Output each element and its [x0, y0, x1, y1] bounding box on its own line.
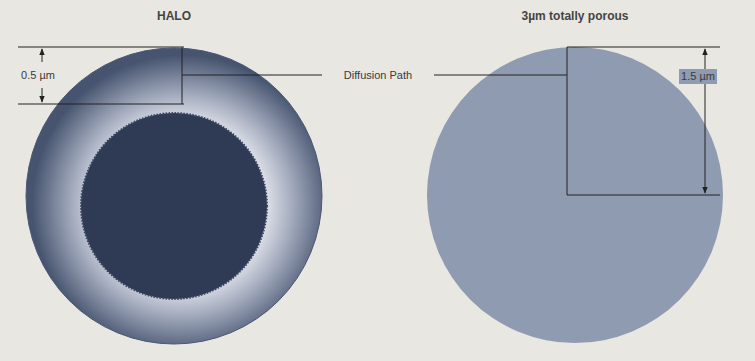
- dimension-label: 0.5 µm: [19, 68, 57, 83]
- diffusion-path: [567, 47, 568, 195]
- dimension-line: [18, 47, 184, 48]
- dimension-arrow: [42, 49, 43, 62]
- solid-core: [81, 113, 267, 299]
- halo-shell: [26, 48, 322, 344]
- panel-title: 3µm totally porous: [522, 10, 629, 23]
- leader-line: [182, 75, 322, 76]
- panel-title: HALO: [157, 10, 191, 23]
- leader-line: [434, 75, 567, 76]
- dimension-line: [567, 195, 720, 196]
- halo-outline: [26, 48, 322, 344]
- porous-particle: [427, 47, 723, 343]
- dimension-line: [567, 47, 720, 48]
- dimension-label: 1.5 µm: [679, 69, 717, 84]
- dimension-arrow: [42, 88, 43, 102]
- dimension-line: [18, 104, 184, 105]
- leader-label: Diffusion Path: [344, 69, 412, 82]
